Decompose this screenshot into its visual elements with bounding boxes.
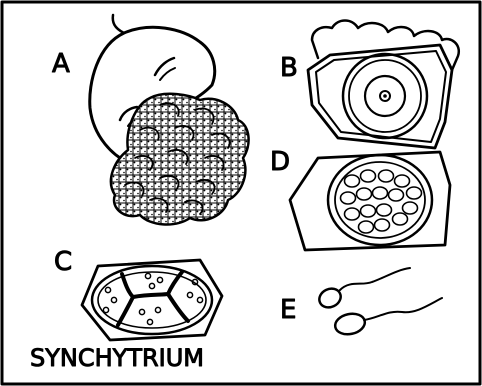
sporangium-mark-2 xyxy=(160,68,175,80)
sorus-c-spore xyxy=(145,273,150,278)
zoospore-2 xyxy=(333,311,367,337)
sporangium-mark-1 xyxy=(155,58,174,75)
sorus-sporangium xyxy=(393,213,408,225)
sorus-sporangium xyxy=(407,187,422,199)
sorus-sporangium xyxy=(373,187,388,199)
sorus-c-spore xyxy=(149,283,154,288)
sorus-c-spore xyxy=(111,297,116,302)
panel-a-label: A xyxy=(52,49,70,79)
sorus-sporangium xyxy=(375,219,390,231)
sorus-c-spore xyxy=(147,319,152,324)
sorus-sporangium xyxy=(403,202,418,214)
sorus-c-partitions xyxy=(118,272,188,325)
zoospore-1-flagellum xyxy=(340,268,410,290)
sorus-sporangium xyxy=(361,170,376,182)
sorus-c-spores xyxy=(103,273,202,324)
sorus-c-spore xyxy=(105,287,110,292)
sorus-sporangium xyxy=(377,204,392,216)
resting-spore-nucleolus xyxy=(383,94,387,98)
zoospore-mass xyxy=(111,94,249,225)
sorus-c-spore xyxy=(187,292,192,297)
panel-c-drawing xyxy=(82,260,222,340)
zoospore-2-flagellum xyxy=(364,298,442,320)
sorus-c-spore xyxy=(139,309,144,314)
panel-d-drawing xyxy=(290,152,450,250)
host-cell-d-wall xyxy=(290,152,450,250)
sorus-c-spore xyxy=(157,277,162,282)
panel-c-label: C xyxy=(54,247,72,277)
sorus-c-spore xyxy=(155,307,160,312)
sorus-c-spore xyxy=(103,307,108,312)
figure-title: SYNCHYTRIUM xyxy=(30,344,204,372)
sorus-sporangium xyxy=(357,188,372,200)
panel-a-drawing xyxy=(90,15,249,224)
sorus-sporangia xyxy=(341,170,422,233)
sorus-sporangium xyxy=(379,170,394,182)
sorus-sporangium xyxy=(389,189,404,201)
panel-b-drawing xyxy=(308,21,459,149)
sorus-sporangium xyxy=(395,175,410,187)
sporangium-stalk xyxy=(113,15,124,33)
sorus-sporangium xyxy=(359,221,374,233)
sorus-sporangium xyxy=(341,192,356,204)
panel-e-label: E xyxy=(280,295,296,325)
sorus-sporangium xyxy=(345,208,360,220)
sorus-sporangium xyxy=(345,175,360,187)
sorus-sporangium xyxy=(361,205,376,217)
panel-b-label: B xyxy=(280,53,298,83)
sorus-c-spore xyxy=(197,297,202,302)
panel-e-drawing xyxy=(316,268,442,337)
panel-d-label: D xyxy=(270,147,290,177)
